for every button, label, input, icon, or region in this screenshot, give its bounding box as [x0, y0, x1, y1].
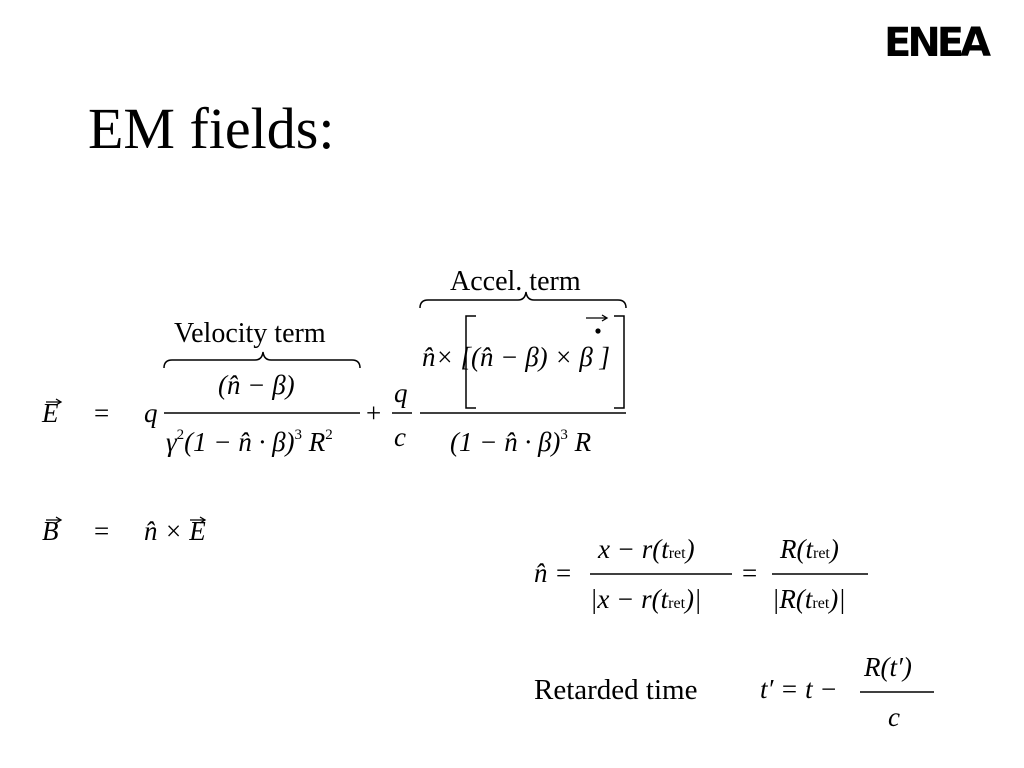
n-den2: |R(tret)| — [772, 584, 846, 614]
t-num: R(t′) — [864, 652, 912, 682]
qc-denominator: c — [394, 422, 406, 452]
velocity-brace — [163, 351, 361, 369]
E-charge-q: q — [144, 398, 158, 428]
t-prime-lhs: t′ = t − — [760, 674, 838, 704]
slide-title: EM fields: — [88, 96, 335, 161]
n-den1: |x − r(tret)| — [590, 584, 702, 614]
n-equals-2: = — [742, 558, 758, 588]
n-hat-lhs: n̂ = — [534, 558, 573, 588]
acc-denominator: (1 − n̂ · β)3 R — [450, 427, 592, 457]
B-rhs: n̂ × E — [144, 516, 206, 546]
svg-text:ENEA: ENEA — [884, 20, 991, 60]
B-symbol: B — [42, 516, 59, 546]
n-num1: x − r(tret) — [598, 534, 695, 564]
vel-numerator: (n̂ − β) — [218, 370, 295, 400]
accel-term-label: Accel. term — [450, 266, 581, 297]
vel-denominator: γ2(1 − n̂ · β)3 R2 — [166, 427, 333, 457]
E-equals: = — [94, 398, 110, 428]
beta-dot — [595, 328, 601, 334]
velocity-term-label: Velocity term — [174, 318, 326, 349]
B-equals: = — [94, 516, 110, 546]
vector-arrow-beta-dot — [586, 314, 609, 322]
retarded-time-label: Retarded time — [534, 674, 698, 706]
plus-sign: + — [366, 398, 382, 428]
right-square-bracket — [614, 315, 625, 409]
qc-numerator: q — [394, 378, 408, 408]
enea-logo: ENEA — [884, 20, 995, 60]
t-den: c — [888, 702, 900, 732]
acc-numerator: n̂× [(n̂ − β) × β ] — [422, 342, 611, 372]
n-num2: R(tret) — [780, 534, 839, 564]
E-symbol: E — [42, 398, 59, 428]
